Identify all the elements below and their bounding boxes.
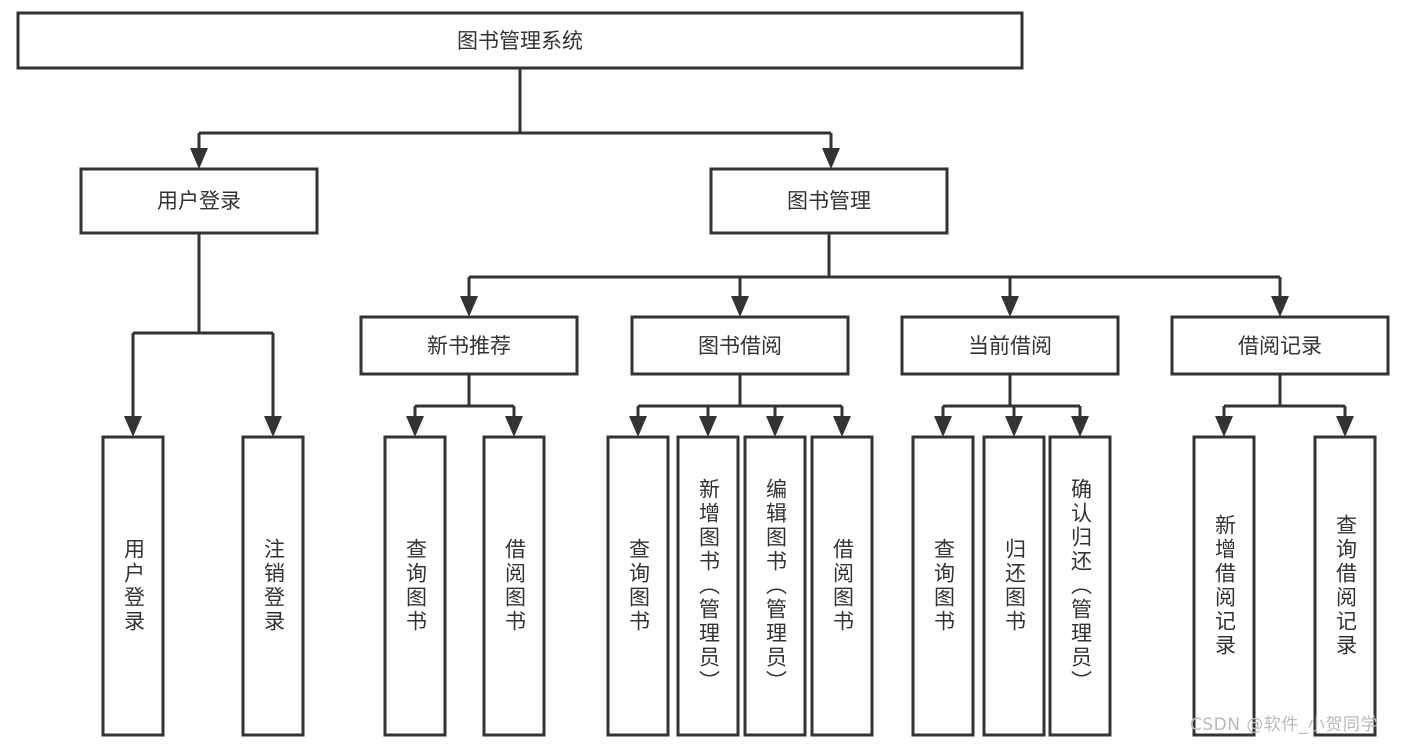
- arrowhead-leaf-return-book: [1005, 416, 1023, 437]
- arrowhead-leaf-query-book-2: [629, 416, 647, 437]
- arrowhead-book-management: [822, 148, 840, 169]
- node-book-management[interactable]: 图书管理: [709, 167, 949, 235]
- node-user-login-label: 用户登录: [157, 189, 241, 213]
- arrowhead-leaf-user-login: [124, 416, 142, 437]
- arrowhead-leaf-query-book-3: [934, 416, 952, 437]
- leaf-box-logout-login[interactable]: [241, 435, 305, 737]
- node-book-management-box[interactable]: [709, 167, 949, 235]
- arrowhead-current-borrow: [1001, 296, 1019, 317]
- node-root[interactable]: 图书管理系统: [16, 11, 1024, 70]
- arrowhead-leaf-add-book-admin: [699, 416, 717, 437]
- leaf-box-confirm-return[interactable]: [1048, 435, 1112, 737]
- node-root-box[interactable]: [16, 11, 1024, 70]
- leaf-box-layer: [101, 435, 1377, 737]
- node-book-borrow-box[interactable]: [630, 315, 850, 376]
- node-user-login-box[interactable]: [79, 167, 319, 235]
- arrowhead-leaf-borrow-book-2: [833, 416, 851, 437]
- leaf-box-add-book-admin[interactable]: [676, 435, 740, 737]
- leaf-box-user-login[interactable]: [101, 435, 165, 737]
- arrowhead-user-login: [190, 148, 208, 169]
- leaf-box-edit-book-admin[interactable]: [743, 435, 807, 737]
- node-current-borrow[interactable]: 当前借阅: [900, 315, 1120, 376]
- arrowhead-new-book-recommend: [460, 296, 478, 317]
- arrowhead-leaf-query-borrow-record: [1336, 416, 1354, 437]
- arrowhead-leaf-edit-book-admin: [766, 416, 784, 437]
- node-current-borrow-label: 当前借阅: [968, 334, 1052, 358]
- node-new-book-recommend-box[interactable]: [359, 315, 579, 376]
- node-new-book-recommend[interactable]: 新书推荐: [359, 315, 579, 376]
- arrowhead-leaf-add-borrow-record: [1215, 416, 1233, 437]
- leaf-box-return-book[interactable]: [982, 435, 1046, 737]
- leaf-box-add-borrow-record[interactable]: [1192, 435, 1256, 737]
- leaf-box-query-borrow-record[interactable]: [1313, 435, 1377, 737]
- leaf-box-borrow-book-1[interactable]: [482, 435, 546, 737]
- connector-layer: [124, 68, 1354, 437]
- node-book-borrow[interactable]: 图书借阅: [630, 315, 850, 376]
- arrowhead-borrow-record: [1271, 296, 1289, 317]
- node-current-borrow-box[interactable]: [900, 315, 1120, 376]
- node-book-borrow-label: 图书借阅: [698, 334, 782, 358]
- node-root-label: 图书管理系统: [457, 29, 583, 53]
- leaf-box-query-book-2[interactable]: [606, 435, 670, 737]
- arrowhead-leaf-borrow-book-1: [505, 416, 523, 437]
- node-book-management-label: 图书管理: [787, 189, 871, 213]
- node-user-login[interactable]: 用户登录: [79, 167, 319, 235]
- arrowhead-leaf-confirm-return: [1071, 416, 1089, 437]
- node-borrow-record[interactable]: 借阅记录: [1170, 315, 1390, 376]
- node-borrow-record-box[interactable]: [1170, 315, 1390, 376]
- node-new-book-recommend-label: 新书推荐: [427, 334, 511, 358]
- arrowhead-leaf-query-book-1: [406, 416, 424, 437]
- leaf-box-query-book-3[interactable]: [911, 435, 975, 737]
- leaf-box-borrow-book-2[interactable]: [810, 435, 874, 737]
- node-borrow-record-label: 借阅记录: [1238, 334, 1322, 358]
- arrowhead-leaf-logout-login: [264, 416, 282, 437]
- leaf-box-query-book-1[interactable]: [383, 435, 447, 737]
- arrowhead-book-borrow: [731, 296, 749, 317]
